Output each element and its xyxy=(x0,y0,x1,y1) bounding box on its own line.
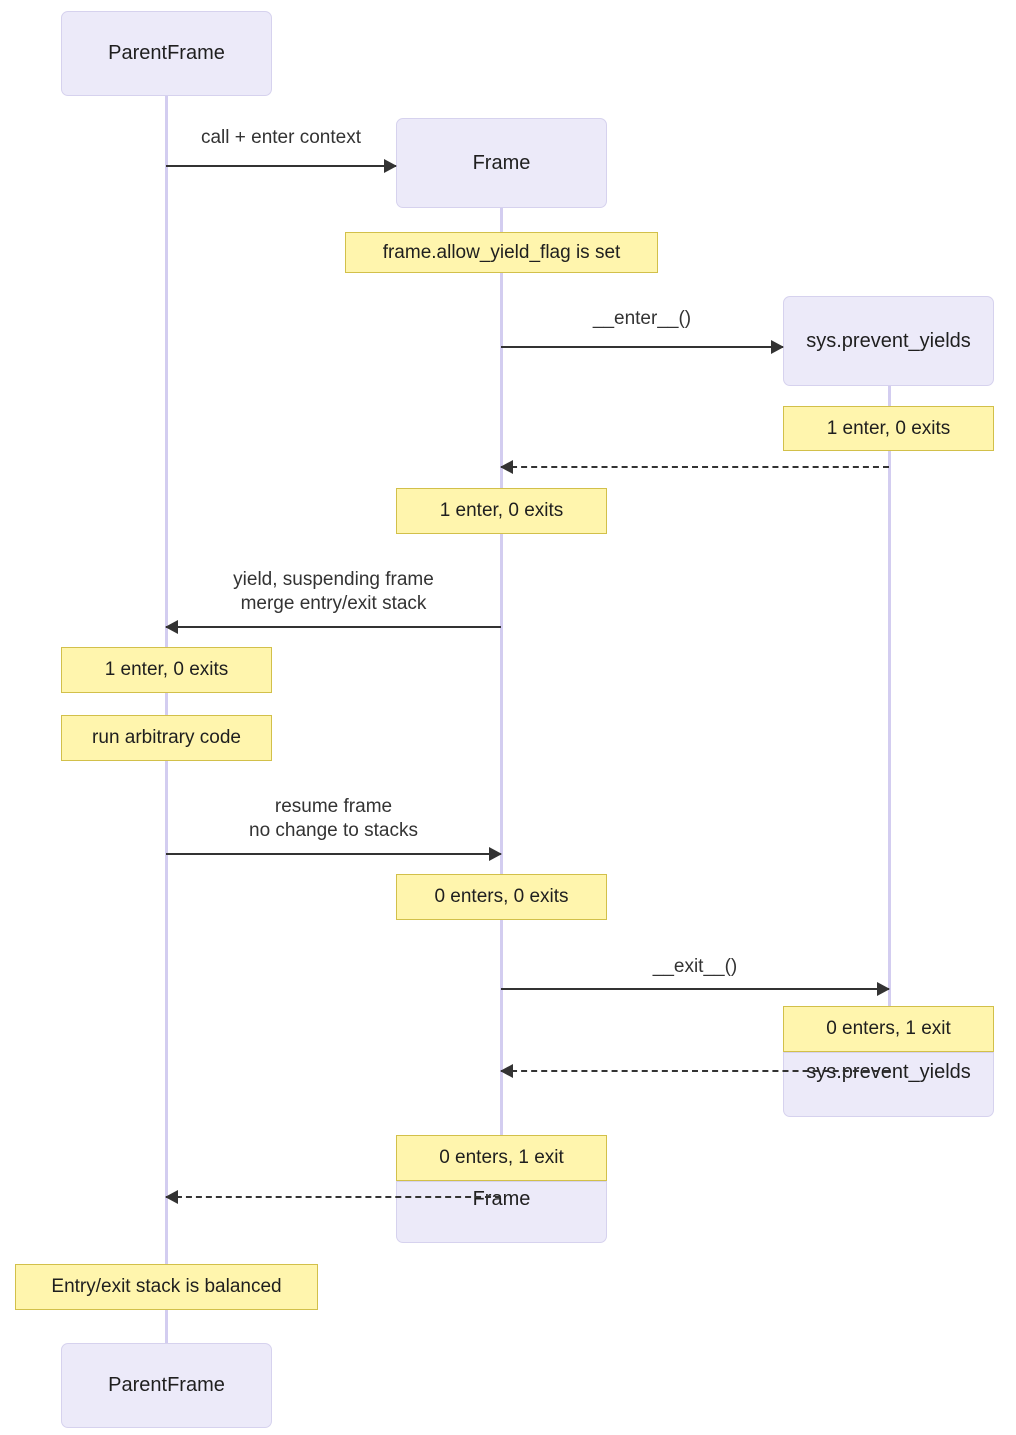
arrowhead-left-icon xyxy=(500,1064,513,1078)
note-allow-yield-flag: frame.allow_yield_flag is set xyxy=(345,232,658,273)
lifeline-frame xyxy=(500,208,503,1181)
arrowhead-right-icon xyxy=(489,847,502,861)
participant-label: ParentFrame xyxy=(108,42,225,64)
participant-label: ParentFrame xyxy=(108,1374,225,1396)
message-exit xyxy=(501,982,890,996)
message-label-resume-frame: resume frame no change to stacks xyxy=(249,796,418,842)
message-call-enter-context xyxy=(166,159,397,173)
message-line xyxy=(501,1070,889,1072)
note-run-arbitrary-code: run arbitrary code xyxy=(61,715,272,761)
note-text: run arbitrary code xyxy=(92,727,241,748)
participant-label: Frame xyxy=(472,1188,531,1210)
note-sys-0-enters-1-exit: 0 enters, 1 exit xyxy=(783,1006,994,1052)
note-frame-1-enter-0-exits: 1 enter, 0 exits xyxy=(396,488,607,534)
message-line xyxy=(166,165,396,167)
message-enter xyxy=(501,340,784,354)
participant-label: sys.prevent_yields xyxy=(806,329,971,352)
arrowhead-right-icon xyxy=(771,340,784,354)
participant-parentframe-foot[interactable]: ParentFrame xyxy=(61,1343,272,1428)
note-text: 0 enters, 0 exits xyxy=(434,886,569,907)
arrowhead-left-icon xyxy=(165,620,178,634)
note-text: 1 enter, 0 exits xyxy=(826,417,951,439)
note-text: 0 enters, 1 exit xyxy=(439,1147,564,1168)
participant-label: sys.prevent_yields xyxy=(806,1061,971,1083)
arrowhead-left-icon xyxy=(165,1190,178,1204)
lifeline-sys-prevent-yields xyxy=(888,386,891,1052)
message-yield-suspend xyxy=(165,620,501,634)
message-label-call-enter-context: call + enter context xyxy=(200,127,361,148)
note-stack-balanced: Entry/exit stack is balanced xyxy=(15,1264,318,1310)
message-line xyxy=(501,988,889,990)
note-sys-1-enter-0-exits: 1 enter, 0 exits xyxy=(783,406,994,451)
arrowhead-right-icon xyxy=(384,159,397,173)
note-text: 0 enters, 1 exit xyxy=(826,1018,951,1039)
message-line xyxy=(166,853,501,855)
message-label-enter: __enter__() xyxy=(592,308,692,329)
note-text: Entry/exit stack is balanced xyxy=(51,1276,282,1297)
message-return-exit xyxy=(500,1064,889,1078)
note-parentframe-1-enter-0-exits: 1 enter, 0 exits xyxy=(61,647,272,693)
message-line xyxy=(166,1196,501,1198)
arrowhead-right-icon xyxy=(877,982,890,996)
participant-sys-prevent-yields-head[interactable]: sys.prevent_yields xyxy=(783,296,994,386)
message-line xyxy=(501,466,889,468)
arrowhead-left-icon xyxy=(500,460,513,474)
participant-sys-prevent-yields-foot[interactable]: sys.prevent_yields xyxy=(783,1052,994,1117)
message-return-frame xyxy=(165,1190,501,1204)
participant-frame-head[interactable]: Frame xyxy=(396,118,607,208)
message-line xyxy=(501,346,783,348)
participant-label: Frame xyxy=(472,151,531,174)
note-text: 1 enter, 0 exits xyxy=(104,659,229,680)
note-text: frame.allow_yield_flag is set xyxy=(382,241,621,263)
note-frame-0-enters-1-exit: 0 enters, 1 exit xyxy=(396,1135,607,1181)
note-frame-0-enters-0-exits: 0 enters, 0 exits xyxy=(396,874,607,920)
message-line xyxy=(166,626,501,628)
participant-parentframe-head[interactable]: ParentFrame xyxy=(61,11,272,96)
message-label-exit: __exit__() xyxy=(652,956,738,977)
note-text: 1 enter, 0 exits xyxy=(439,500,564,521)
message-label-yield-suspend: yield, suspending frame merge entry/exit… xyxy=(233,569,434,615)
message-return-enter xyxy=(500,460,889,474)
participant-frame-foot[interactable]: Frame xyxy=(396,1181,607,1243)
message-resume-frame xyxy=(166,847,502,861)
